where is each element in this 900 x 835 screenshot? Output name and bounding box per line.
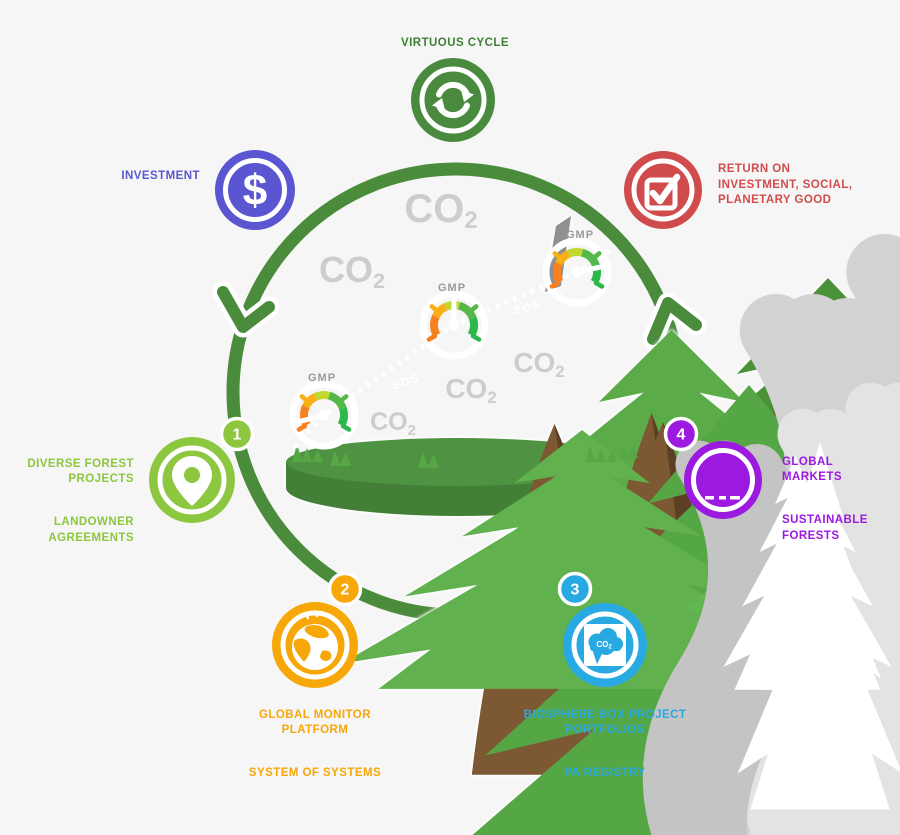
step-1-badge: 1: [219, 416, 255, 452]
svg-text:CO2: CO2: [370, 408, 416, 439]
step-4-label-secondary: SUSTAINABLE FORESTS: [782, 514, 868, 542]
gmp-label-3: GMP: [566, 229, 594, 241]
step-1-label-secondary: LANDOWNER AGREEMENTS: [48, 516, 134, 544]
co2-emission-d: CO2: [513, 347, 900, 835]
gmp-gauge-low: [289, 380, 359, 450]
step-1-labels: DIVERSE FOREST PROJECTS LANDOWNER AGREEM…: [24, 441, 134, 562]
page-title: VIRTUOUS CYCLE: [401, 37, 509, 49]
step-3-label-secondary: PA REGISTRY: [564, 767, 646, 779]
gmp-gauge-mid: [419, 290, 489, 360]
svg-text:$: $: [243, 166, 267, 215]
investment-label: INVESTMENT: [121, 170, 200, 182]
svg-text:CO2: CO2: [445, 373, 496, 407]
svg-text:CO2: CO2: [404, 187, 477, 234]
step-4-labels: GLOBAL MARKETS SUSTAINABLE FORESTS: [782, 439, 897, 560]
svg-text:4: 4: [677, 427, 686, 444]
step-2-labels: GLOBAL MONITOR PLATFORM SYSTEM OF SYSTEM…: [210, 692, 420, 797]
cycle-arrow-left: [212, 281, 280, 338]
svg-text:3: 3: [571, 582, 580, 599]
step-3-labels: BIOSPHERE BOX PROJECT PORTFOLIOS PA REGI…: [492, 692, 718, 797]
step-1-label-primary: DIVERSE FOREST PROJECTS: [27, 457, 134, 486]
step-4-label-primary: GLOBAL MARKETS: [782, 455, 843, 484]
svg-text:CO2: CO2: [319, 249, 385, 293]
grass-tufts: [292, 444, 638, 468]
step-4-badge: 4: [663, 416, 699, 452]
sos-label-2: SOS: [512, 299, 542, 317]
return-label: RETURN ON INVESTMENT, SOCIAL, PLANETARY …: [718, 163, 853, 206]
step-2-label-secondary: SYSTEM OF SYSTEMS: [248, 767, 382, 779]
step-3-badge: 3: [557, 571, 593, 607]
step-2-badge: 2: [327, 571, 363, 607]
svg-text:1: 1: [233, 427, 242, 444]
map-pin-icon: [149, 437, 235, 523]
gmp-label-2: GMP: [438, 282, 466, 294]
svg-text:CO2: CO2: [513, 347, 564, 381]
sos-label-1: SOS: [391, 372, 421, 392]
co2-emission-e: CO2: [370, 408, 833, 835]
svg-text:2: 2: [341, 582, 350, 599]
step-3-label-primary: BIOSPHERE BOX PROJECT PORTFOLIOS: [523, 708, 687, 737]
co2-emission-c: CO2: [445, 373, 900, 835]
globe-icon: [272, 602, 358, 688]
gmp-gauge-high: [542, 237, 612, 307]
step-2-label-primary: GLOBAL MONITOR PLATFORM: [259, 708, 371, 737]
forest-illustration: [286, 216, 900, 835]
cycle-arrow-right: [642, 292, 707, 350]
co2-cloud-box-icon: CO2: [563, 603, 647, 687]
dollar-icon: $: [215, 150, 295, 230]
recycle-arrows-icon: [411, 58, 495, 142]
co2-emission-a: CO2: [404, 187, 900, 835]
pine-trees-icon: [684, 441, 900, 810]
gmp-label-1: GMP: [308, 372, 336, 384]
co2-emission-b: CO2: [319, 249, 900, 835]
svg-text:CO2: CO2: [596, 640, 612, 651]
checkbox-check-icon: [624, 151, 702, 229]
